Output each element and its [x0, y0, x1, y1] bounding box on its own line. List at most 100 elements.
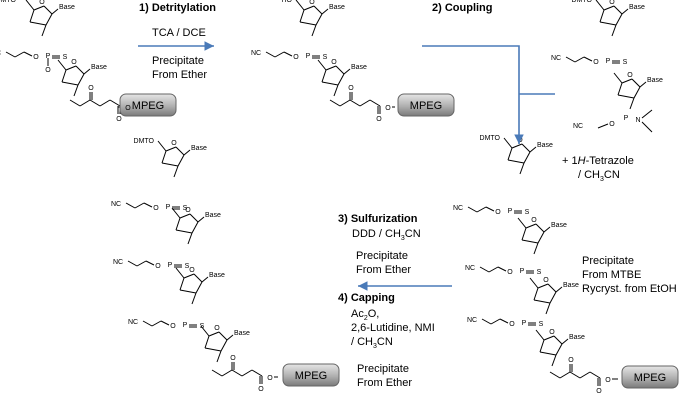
ring-oxygen: O	[309, 0, 315, 6]
linker-bond	[241, 369, 253, 377]
step4-workup-line2: From Ether	[357, 377, 413, 389]
sugar-bond	[521, 143, 531, 153]
p-oxygen: O	[293, 54, 299, 61]
mpeg-support	[282, 363, 340, 387]
sugar-bond	[165, 146, 177, 152]
c3-bond	[41, 24, 47, 37]
c3-bond	[519, 162, 525, 175]
sugar-bond	[325, 65, 337, 71]
sugar-bond	[599, 9, 605, 23]
linker-bond	[559, 371, 571, 379]
cyano-group: NC	[453, 205, 463, 212]
sugar-bond	[179, 289, 197, 294]
o5: O	[45, 67, 51, 74]
sugar-bond	[523, 151, 531, 164]
sugar-bond	[177, 154, 185, 167]
carbonyl-oxygen: O	[258, 386, 264, 393]
base-bond	[51, 8, 59, 15]
base-bond	[201, 276, 209, 283]
sugar-bond	[617, 94, 635, 99]
sugar-bond	[179, 277, 185, 291]
cyanoethyl-bond	[145, 260, 155, 266]
cyanoethyl-bond	[574, 56, 585, 63]
phosphorus: P	[166, 204, 171, 211]
c5-bond	[175, 267, 185, 279]
sugar-bond	[321, 69, 327, 83]
p-oxygen: O	[609, 121, 615, 128]
sugar-bond	[175, 146, 185, 156]
sugar-bond	[161, 150, 167, 164]
p-oxygen: O	[33, 54, 39, 61]
sugar-bond	[189, 213, 199, 223]
step3-reagent: DDD / CH3CN	[352, 228, 421, 243]
ester-oxygen: O	[385, 105, 391, 112]
c3-bond	[533, 242, 539, 255]
sugar-bond	[613, 5, 623, 15]
reaction-arrows	[138, 41, 555, 291]
base-bond	[555, 286, 563, 293]
cyano-group: NC	[0, 50, 1, 57]
linker-bond	[231, 369, 243, 377]
base-bond	[197, 216, 205, 223]
linker-bond	[329, 99, 341, 107]
cyanoethyl-bond	[485, 206, 495, 212]
cyano-group: NC	[128, 319, 138, 326]
step4-title: 4) Capping	[338, 292, 395, 304]
base-label: Base	[647, 77, 663, 84]
c5-bond	[613, 72, 623, 84]
ring-oxygen: O	[609, 0, 615, 6]
mpeg-support	[621, 365, 679, 389]
mid-workup-line1: Precipitate	[582, 255, 634, 267]
sugar-bond	[599, 21, 617, 26]
cyanoethyl-bond	[499, 318, 509, 324]
ring-oxygen: O	[531, 217, 537, 224]
base-label: Base	[209, 272, 225, 279]
cyanoethyl-bond	[127, 260, 138, 267]
mpeg-label: MPEG	[132, 100, 164, 112]
linker-bond	[79, 99, 91, 107]
sulfur: S	[537, 269, 542, 276]
c5-bond	[317, 59, 327, 71]
step1-reagent: TCA / DCE	[152, 27, 206, 39]
cyanoethyl-bond	[23, 51, 33, 57]
sugar-bond	[631, 78, 641, 88]
sugar-bond	[337, 73, 345, 86]
base-label: Base	[329, 4, 345, 11]
cyanoethyl-bond	[160, 320, 170, 326]
sugar-bond	[617, 82, 623, 96]
linker-bond	[369, 99, 381, 107]
base-label: Base	[351, 64, 367, 71]
p-oxygen: O	[593, 59, 599, 66]
dmto-group: DMTO	[572, 0, 593, 4]
carbonyl-oxygen: O	[568, 357, 574, 364]
ring-oxygen: O	[185, 207, 191, 214]
base-label: Base	[59, 4, 75, 11]
linker-bond	[221, 369, 233, 377]
cyanoethyl-bond	[497, 266, 507, 272]
step4-reagent-line1: Ac2O,	[351, 308, 380, 323]
dmto-group: DMTO	[0, 0, 17, 4]
p-oxygen: O	[153, 205, 159, 212]
base-bond	[543, 226, 551, 233]
c5-bond	[25, 0, 35, 11]
step2-title: 2) Coupling	[432, 2, 493, 14]
phosphorus: P	[306, 53, 311, 60]
sugar-bond	[65, 65, 77, 71]
cyanoethyl-bond	[5, 51, 16, 58]
sugar-bond	[533, 287, 539, 301]
sugar-bond	[521, 227, 527, 241]
ipr-bond	[641, 121, 653, 133]
sugar-bond	[511, 143, 523, 149]
arrow-coupling	[422, 45, 524, 144]
carbonyl-oxygen: O	[376, 116, 382, 123]
carbonyl-oxygen: O	[116, 116, 122, 123]
base-label: Base	[91, 64, 107, 71]
ring-oxygen: O	[71, 59, 77, 66]
sugar-bond	[615, 13, 623, 26]
base-bond	[639, 81, 647, 88]
sulfur: S	[539, 321, 544, 328]
sugar-bond	[539, 351, 557, 356]
cyanoethyl-bond	[274, 51, 285, 58]
sugar-bond	[191, 221, 199, 234]
